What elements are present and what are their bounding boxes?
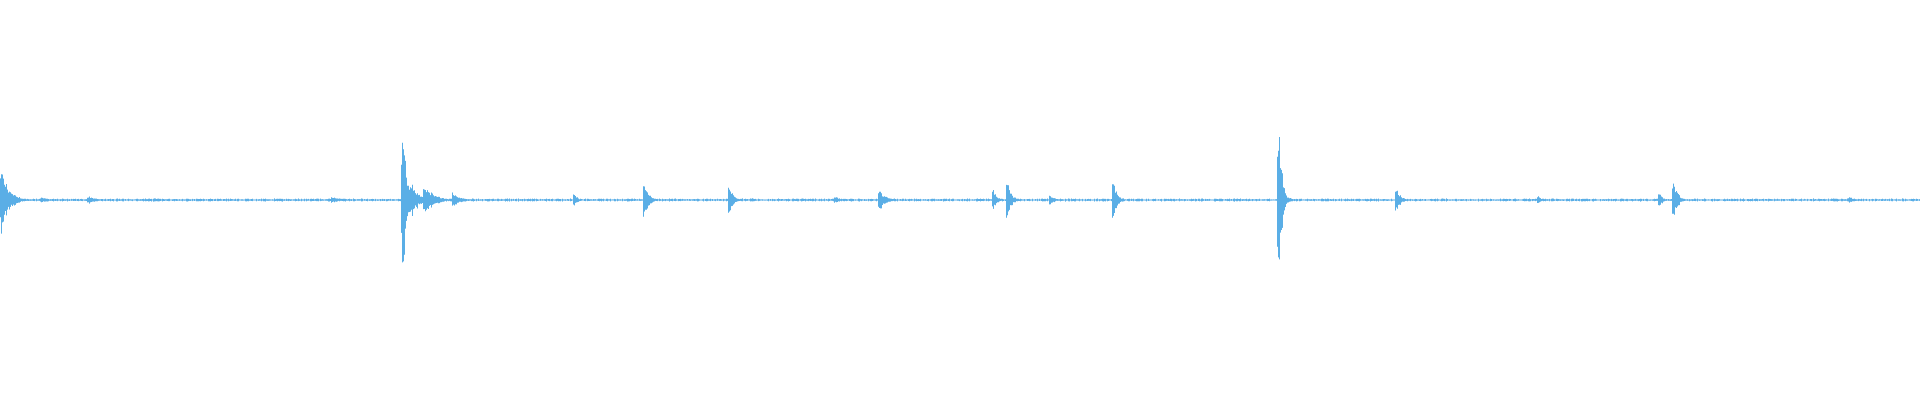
waveform-path xyxy=(0,137,1920,263)
waveform-signal xyxy=(0,137,1920,263)
